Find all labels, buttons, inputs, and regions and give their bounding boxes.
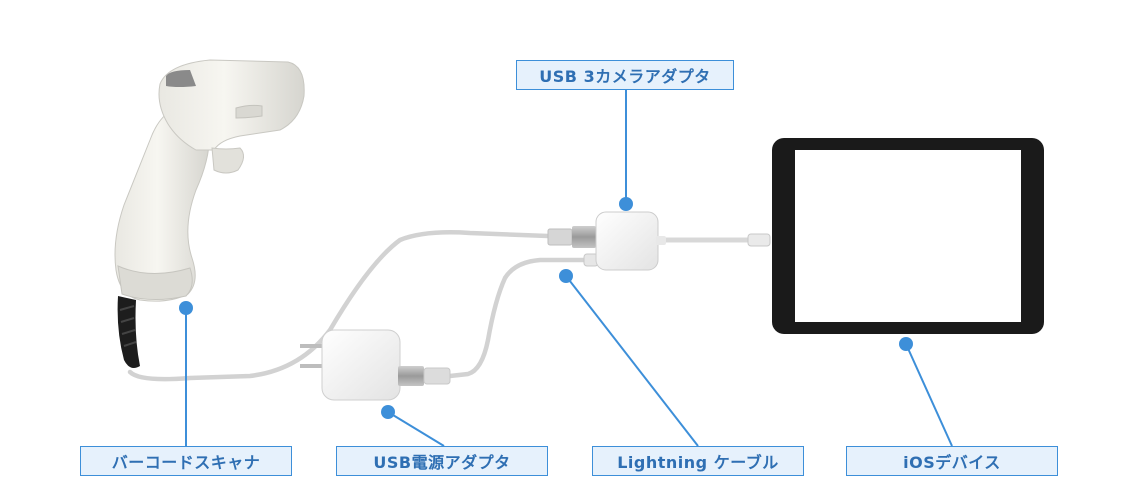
callout-lightning-cable	[559, 269, 699, 447]
callout-camera-adapter	[619, 90, 633, 211]
label-lightning-cable: Lightning ケーブル	[592, 446, 804, 476]
usb-power-adapter-image	[300, 329, 451, 401]
label-barcode-scanner: バーコードスキャナ	[80, 446, 292, 476]
label-usb-power-adapter: USB電源アダプタ	[336, 446, 548, 476]
callout-ios-device	[899, 337, 953, 447]
usb3-camera-adapter-image	[547, 211, 666, 271]
label-usb3-camera-adapter: USB 3カメラアダプタ	[516, 60, 734, 90]
scanner-usb-cable	[127, 230, 551, 382]
callout-usb-power-adapter	[381, 405, 445, 447]
lightning-cable-path	[447, 257, 587, 379]
barcode-scanner-image	[114, 59, 305, 368]
callout-barcode-scanner	[179, 301, 193, 446]
ios-device-image	[747, 138, 1044, 334]
label-ios-device: iOSデバイス	[846, 446, 1058, 476]
